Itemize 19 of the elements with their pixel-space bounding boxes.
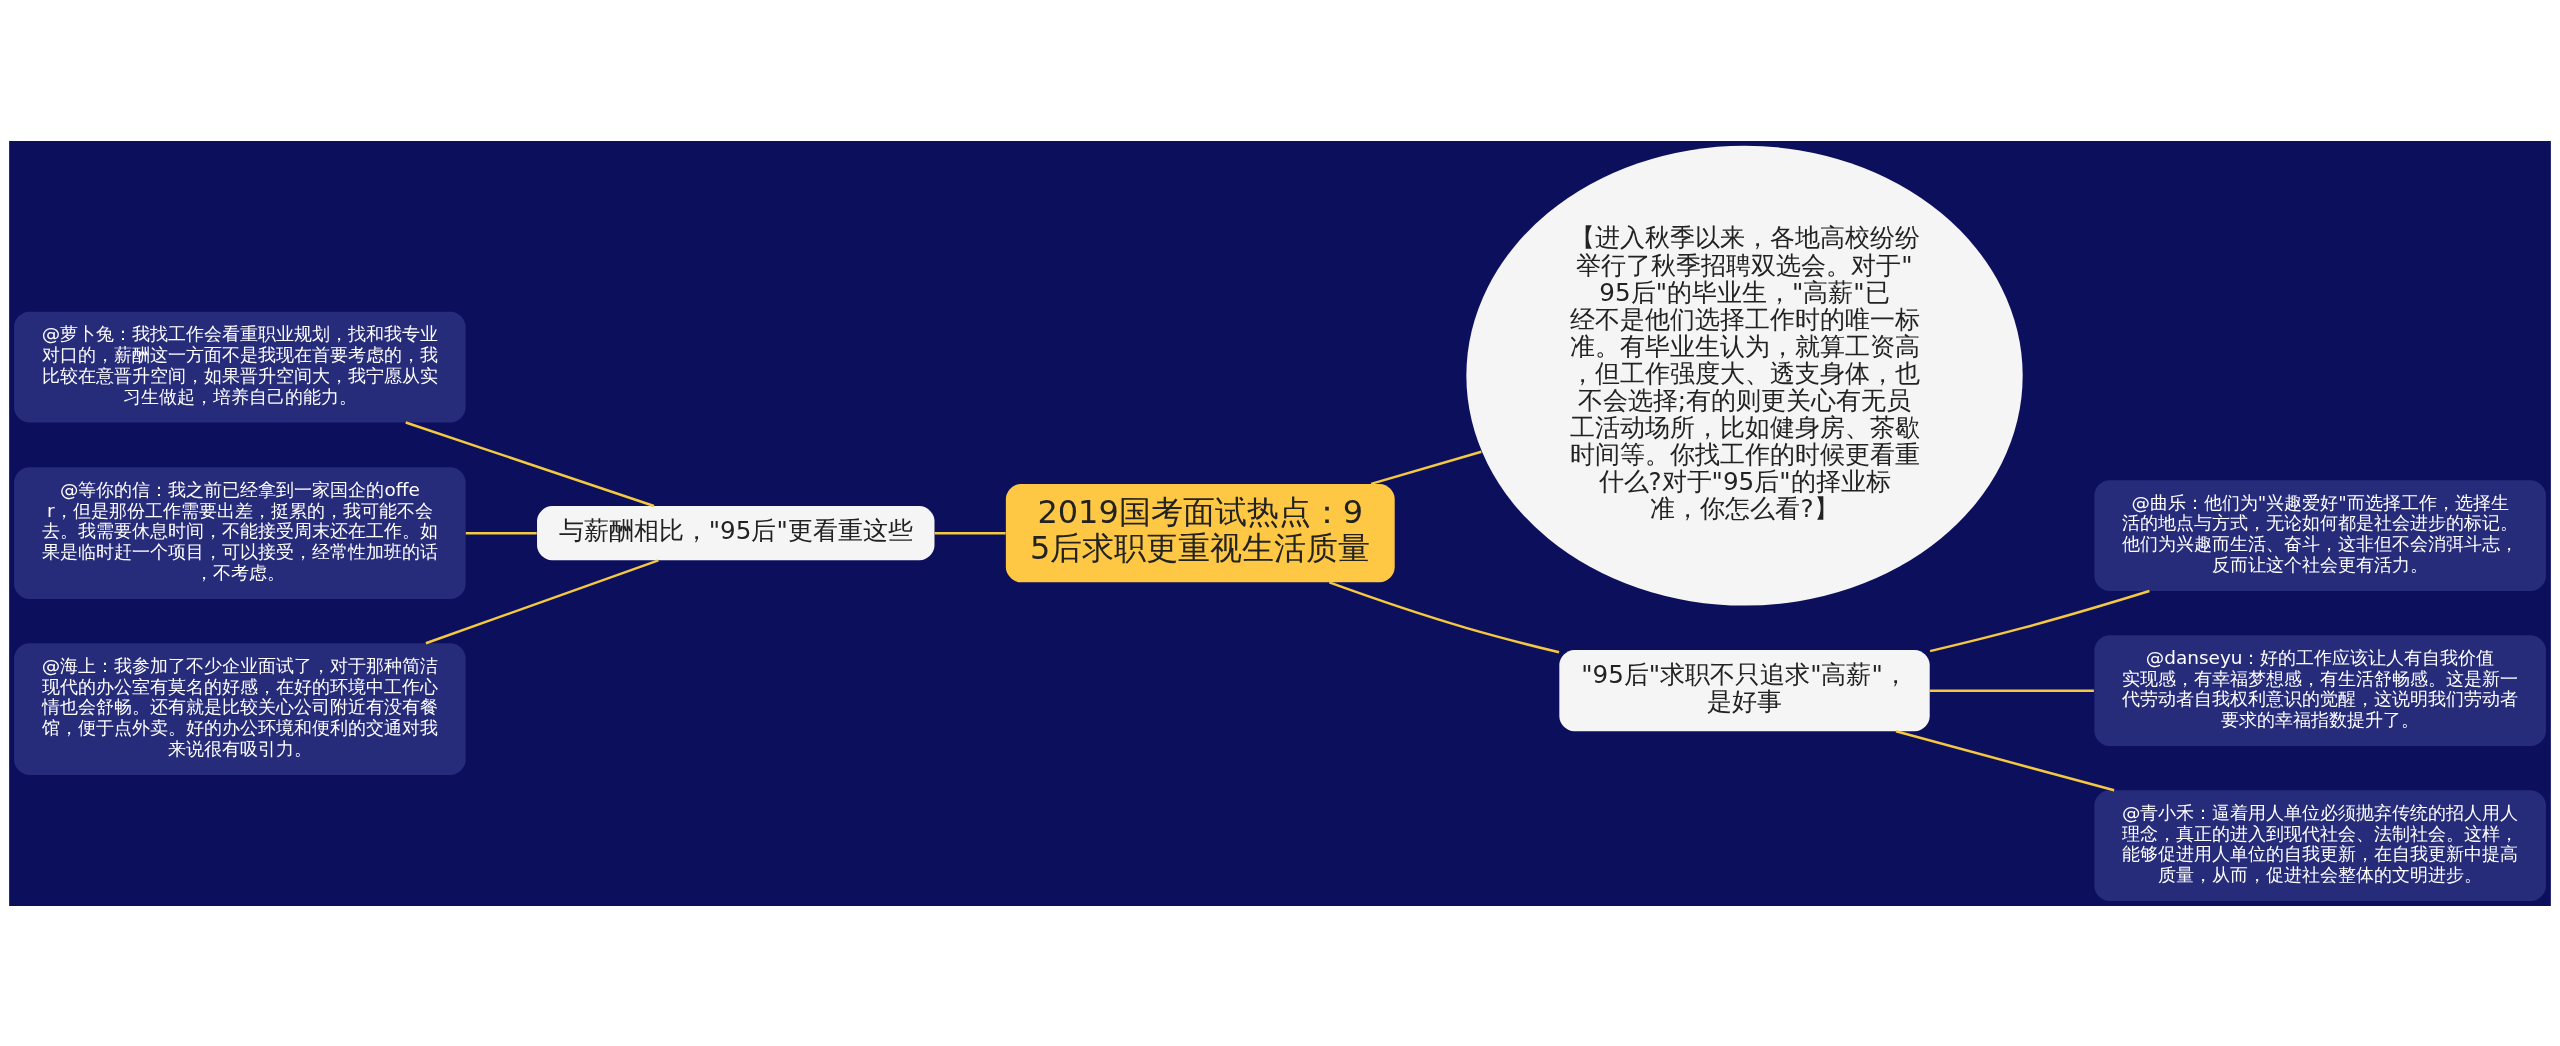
connector <box>405 420 655 507</box>
node-box: "95后"求职不只追求"高薪"，是好事 <box>1559 649 1930 731</box>
connector <box>1895 729 2115 791</box>
connector <box>465 531 537 534</box>
node-box: @青小禾：逼着用人单位必须抛弃传统的招人用人理念，真正的进入到现代社会、法制社会。这样，能够促进用人单位的自我更新，在自我更新中提高质量，从而，促进社会整体的文明进步。 <box>2094 789 2546 901</box>
node-box: @等你的信：我之前已经拿到一家国企的offer，但是那份工作需要出差，挺累的，我可能不会去。我需要休息时间，不能接受周末还在工作。如果是临时赶一个项目，可以接受，经常性加班的话，不考虑。 <box>14 466 466 599</box>
connector <box>1929 589 2150 652</box>
connector <box>425 558 659 644</box>
node-box: 2019国考面试热点：95后求职更重视生活质量 <box>1005 483 1395 582</box>
node-box: @萝卜兔：我找工作会看重职业规划，找和我专业对口的，薪酬这一方面不是我现在首要考虑的，我比较在意晋升空间，如果晋升空间大，我宁愿从实习生做起，培养自己的能力。 <box>14 311 466 422</box>
connector <box>1370 450 1482 485</box>
node-box: @danseyu：好的工作应该让人有自我价值实现感，有幸福梦想感，有生活舒畅感。这是新一代劳动者自我权利意识的觉醒，这说明我们劳动者要求的幸福指数提升了。 <box>2094 634 2546 746</box>
node-box: @曲乐：他们为"兴趣爱好"而选择工作，选择生活的地点与方式，无论如何都是社会进步的标记。他们为兴趣而生活、奋斗，这非但不会消弭斗志，反而让这个社会更有活力。 <box>2094 479 2546 591</box>
node-ellipse: 【进入秋季以来，各地高校纷纷举行了秋季招聘双选会。对于"95后"的毕业生，"高薪"已经不是他们选择工作时的唯一标准。有毕业生认为，就算工资高，但工作强度大、透支身体，也不会选择;有的则更关心有无员工活动场所，比如健身房、茶歇时间等。你找工作的时候更看重什么?对于"95后"的择业标准，你怎么看?】 <box>1466 145 2023 606</box>
node-box: 与薪酬相比，"95后"更看重这些 <box>537 505 935 560</box>
connector <box>1929 688 2094 692</box>
node-box: @海上：我参加了不少企业面试了，对于那种简洁现代的办公室有莫名的好感，在好的环境中工作心情也会舒畅。还有就是比较关心公司附近有没有餐馆，便于点外卖。好的办公环境和便利的交通对我来说很有吸引力。 <box>14 642 466 775</box>
connector <box>1328 580 1560 653</box>
connector <box>934 531 1006 534</box>
